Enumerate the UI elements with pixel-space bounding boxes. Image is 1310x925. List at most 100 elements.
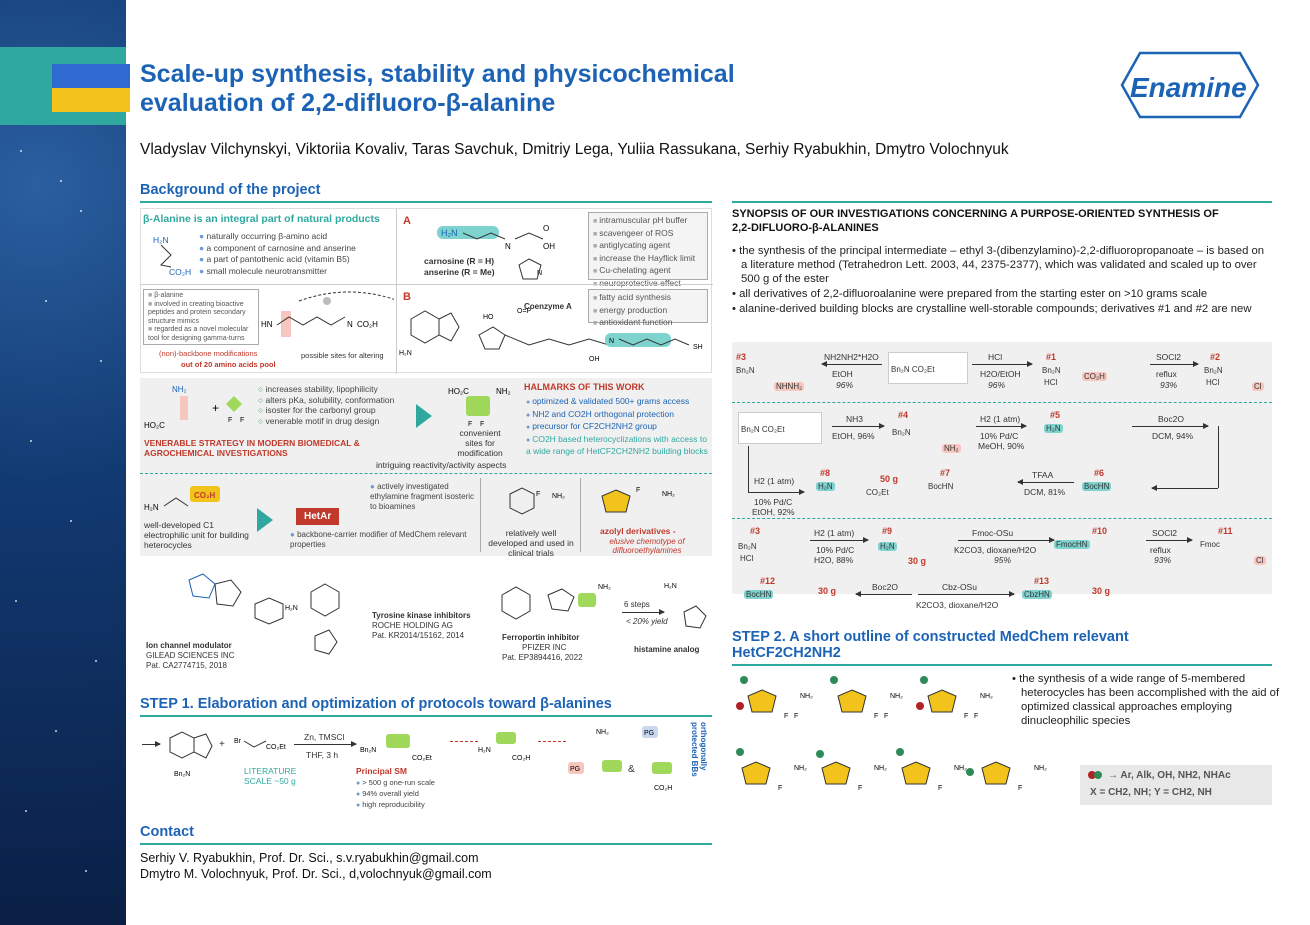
svg-text:F: F bbox=[1018, 785, 1022, 792]
step2-heading: STEP 2. A short outline of constructed M… bbox=[732, 629, 1129, 661]
svg-text:PG: PG bbox=[570, 766, 580, 773]
elusive-label: elusive chemotype of difluoroethylamines bbox=[609, 537, 685, 555]
row3-reagent-2: Fmoc-OSu bbox=[972, 528, 1014, 538]
step1-points: > 500 g one-run scale 94% overall yield … bbox=[356, 778, 435, 811]
bromo-ester-structure: Br CO₂Et bbox=[234, 738, 286, 751]
ukraine-flag bbox=[52, 64, 130, 112]
convenient-sites: convenient sites for modification bbox=[457, 428, 503, 458]
co2h-group: CO₂H bbox=[1082, 372, 1107, 381]
row2-cond-1: EtOH, 96% bbox=[832, 431, 875, 441]
histamine-analog-structure: H₂N bbox=[664, 583, 707, 629]
svg-text:F: F bbox=[778, 785, 782, 792]
azole-structure: F NH₂ bbox=[601, 487, 675, 513]
background-heading: Background of the project bbox=[140, 182, 321, 198]
arrow-icon bbox=[821, 361, 882, 367]
svg-text:NH₂: NH₂ bbox=[794, 765, 807, 772]
svg-text:H₂N: H₂N bbox=[441, 228, 458, 238]
row1-reagent-right: HCl bbox=[988, 352, 1003, 362]
ion-channel-structure bbox=[188, 573, 284, 625]
svg-text:NH₂: NH₂ bbox=[172, 385, 187, 394]
arrow-icon bbox=[257, 508, 273, 532]
green-dot-icon bbox=[1094, 771, 1102, 779]
row1-cond-right: H2O/EtOH bbox=[980, 369, 1021, 379]
arrow-icon bbox=[1150, 361, 1199, 367]
ex3-patent: Pat. EP3894416, 2022 bbox=[502, 653, 583, 662]
svg-text:F: F bbox=[240, 417, 244, 424]
anserine-label: anserine (R = Me) bbox=[424, 267, 495, 277]
compound-3: Bn₂N bbox=[736, 366, 755, 375]
ester-box-2: Bn₂N CO₂Et bbox=[738, 412, 822, 444]
halmarks-list: optimized & validated 500+ grams access … bbox=[526, 396, 710, 457]
arrow-icon bbox=[748, 489, 805, 495]
ester-label: Bn₂N CO₂Et bbox=[891, 365, 935, 374]
compound-1-row3: Bn₂N bbox=[738, 542, 757, 551]
row2-cond-2b: MeOH, 90% bbox=[978, 441, 1025, 451]
ex2-name: Tyrosine kinase inhibitors bbox=[372, 611, 471, 620]
venerable-strategy: VENERABLE STRATEGY IN MODERN BIOMEDICAL … bbox=[144, 438, 360, 458]
plus: + bbox=[219, 739, 225, 750]
halmarks-title: HALMARKS OF THIS WORK bbox=[524, 382, 645, 392]
amount-30g-13: 30 g bbox=[1092, 586, 1111, 596]
svg-text:F: F bbox=[938, 785, 942, 792]
row2-cond-4: DCM, 81% bbox=[1024, 487, 1066, 497]
row3-reagent-1: H2 (1 atm) bbox=[814, 528, 855, 538]
starfield-sidebar bbox=[0, 0, 126, 925]
ex4-name: histamine analog bbox=[634, 645, 700, 654]
svg-text:Br: Br bbox=[234, 738, 242, 745]
c1-unit-structure: H₂N CO₂H bbox=[144, 486, 220, 512]
c1-unit: well-developed C1 electrophilic unit for… bbox=[144, 520, 249, 550]
svg-text:H₂N: H₂N bbox=[664, 583, 677, 590]
cl-group-11: Cl bbox=[1254, 556, 1266, 565]
literature-label: LITERATURE bbox=[244, 766, 297, 776]
arrow-icon bbox=[918, 591, 1015, 597]
synopsis-points: the synthesis of the principal intermedi… bbox=[732, 244, 1272, 317]
arrow-icon bbox=[1017, 479, 1074, 485]
divider bbox=[732, 518, 1272, 519]
label-2: #2 bbox=[1210, 352, 1221, 362]
panel-b-label: B bbox=[403, 291, 411, 303]
amount-30g: 30 g bbox=[908, 556, 927, 566]
ex1-name: Ion channel modulator bbox=[146, 641, 232, 650]
principal-sm-structure: Bn₂N CO₂Et bbox=[360, 734, 432, 762]
hcl-1: HCl bbox=[1044, 378, 1058, 387]
tyrosine-kinase-structure: H₂N bbox=[285, 583, 340, 655]
row2-reagent-2: H2 (1 atm) bbox=[980, 414, 1021, 424]
divider bbox=[732, 201, 1272, 203]
svg-text:NH₂: NH₂ bbox=[596, 729, 609, 736]
aa-pool: out of 20 amino acids pool bbox=[181, 360, 276, 369]
connector bbox=[1218, 426, 1219, 488]
label-4: #4 bbox=[898, 410, 909, 420]
ex4-yield: < 20% yield bbox=[626, 617, 668, 626]
row2-cond-5a: 10% Pd/C bbox=[754, 497, 793, 507]
coenzyme-label: Coenzyme A bbox=[524, 302, 572, 311]
svg-text:F: F bbox=[858, 785, 862, 792]
bochn-group-12: BocHN bbox=[744, 590, 774, 599]
row3-cond-5: K2CO3, dioxane/H2O bbox=[916, 600, 999, 610]
hcl-row3: HCl bbox=[740, 554, 754, 563]
divider bbox=[141, 284, 713, 285]
svg-text:H₂N: H₂N bbox=[478, 747, 491, 754]
svg-text:PG: PG bbox=[644, 730, 654, 737]
svg-text:NH₂: NH₂ bbox=[954, 765, 967, 772]
arrow-icon bbox=[622, 609, 665, 615]
benzotriazole-structure: Bn₂N bbox=[169, 731, 213, 778]
svg-text:F: F bbox=[794, 713, 798, 720]
reagent: Zn, TMSCl bbox=[304, 732, 345, 742]
row3-cond-3a: reflux bbox=[1150, 545, 1171, 555]
arrow-icon bbox=[1151, 485, 1218, 491]
fmochn-group: FmocHN bbox=[1054, 540, 1090, 549]
step2-text: • the synthesis of a wide range of 5-mem… bbox=[1012, 673, 1280, 727]
arrow-icon bbox=[972, 361, 1033, 367]
fluorine-points: increases stability, lipophilicity alter… bbox=[258, 384, 395, 426]
hetar-badge: HetAr bbox=[296, 508, 340, 525]
row1-yield-left: 96% bbox=[836, 380, 854, 390]
legend-1: → Ar, Alk, OH, NH2, NHAc bbox=[1108, 770, 1231, 781]
arrow-icon bbox=[1146, 537, 1193, 543]
svg-text:H₂N: H₂N bbox=[399, 350, 412, 357]
label-1: #1 bbox=[1046, 352, 1057, 362]
contact-line-1: Serhiy V. Ryabukhin, Prof. Dr. Sci., s.v… bbox=[140, 851, 479, 865]
pyridine-structure: F NH₂ bbox=[509, 487, 565, 515]
svg-text:F: F bbox=[784, 713, 788, 720]
ex1-company: GILEAD SCIENCES INC bbox=[146, 651, 235, 660]
